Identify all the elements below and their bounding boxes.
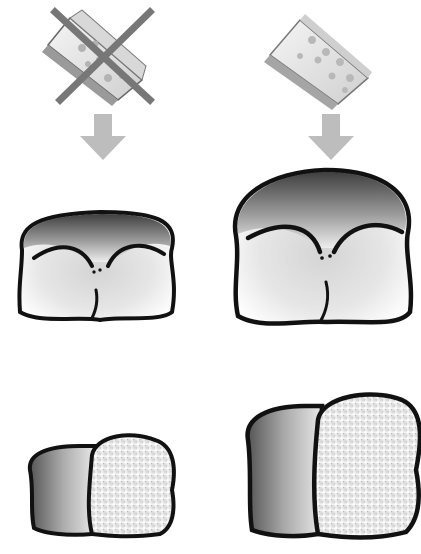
- large-loaf-cut: [248, 394, 420, 537]
- small-loaf-front: [19, 212, 174, 320]
- yeast-packet-left: [42, 10, 146, 106]
- large-loaf-front: [235, 170, 411, 324]
- arrow-down-left-icon: [80, 114, 126, 160]
- yeast-packet-right: [264, 14, 372, 110]
- small-loaf-cut: [30, 435, 174, 536]
- arrow-down-right-icon: [308, 114, 354, 160]
